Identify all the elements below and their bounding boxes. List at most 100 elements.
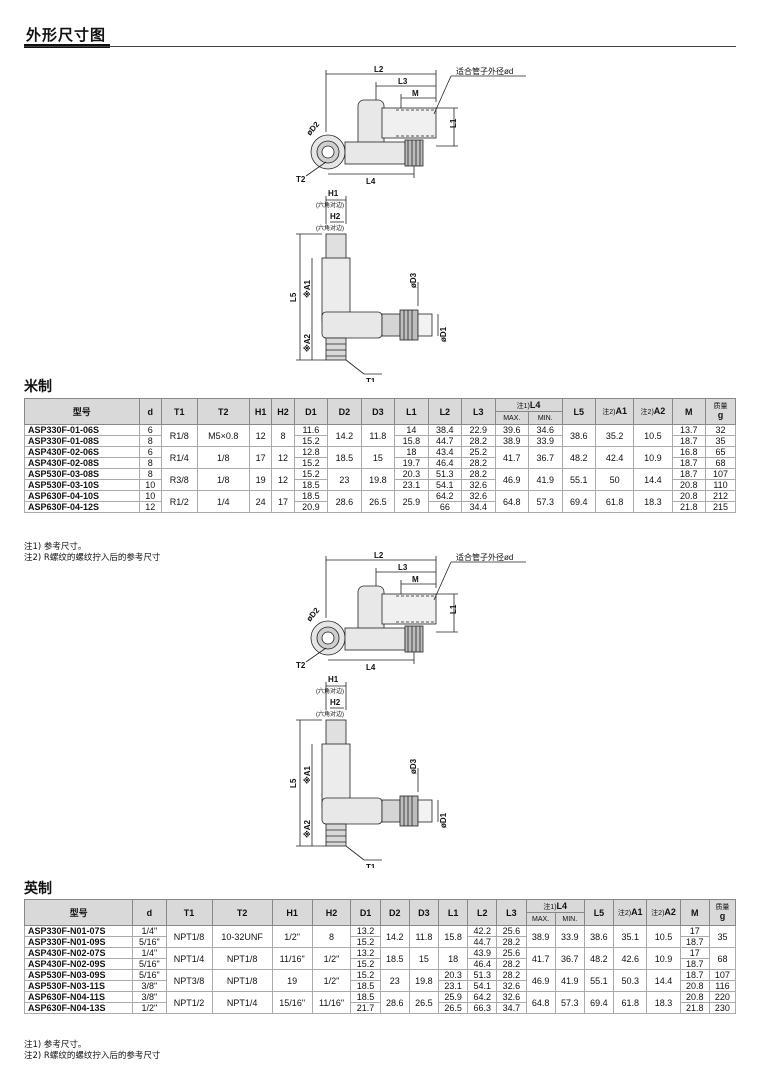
h1-cell: 17	[249, 446, 273, 469]
l4-max-cell: 46.9	[525, 969, 556, 992]
header-t1: T1	[165, 899, 213, 926]
a1-label: A1	[615, 406, 628, 416]
d2-cell: 23	[379, 969, 410, 992]
dimension-drawing: L2 L3 M 适合管子外径ød L1 øD2 T2 L4 H1 (六角对边) …	[289, 65, 526, 386]
l3-cell: 32.6	[496, 991, 527, 1003]
header-d1: D1	[350, 899, 381, 926]
d1-cell: 18.5	[293, 490, 329, 502]
m-cell: 18.7	[679, 969, 710, 981]
d1-cell: 15.2	[293, 457, 329, 469]
header-d1: D1	[293, 398, 329, 425]
dim-t1: T1	[366, 863, 376, 868]
pipe-od-callout: 适合管子外径ød	[456, 66, 513, 76]
note-ref: 注2)	[602, 409, 616, 416]
l4-min-cell: 41.9	[554, 969, 585, 992]
header-m: M	[671, 398, 707, 425]
d3-cell: 15	[408, 947, 440, 970]
weight-cell: 35	[708, 925, 737, 948]
d-cell: 1/2"	[132, 1002, 167, 1014]
weight-cell: 35	[705, 435, 736, 447]
d-cell: 5/16"	[132, 958, 167, 970]
dim-l5: L5	[289, 292, 298, 302]
d2-cell: 28.6	[327, 490, 362, 513]
dim-d3: øD3	[409, 272, 418, 288]
a1-cell: 42.4	[594, 446, 635, 469]
m-cell: 21.8	[679, 1002, 710, 1014]
l1-cell: 19.7	[394, 457, 429, 469]
header-l3: L3	[496, 899, 527, 926]
model-cell: ASP330F-N01-07S	[23, 925, 134, 937]
weight-cell: 215	[705, 501, 736, 513]
l3-cell: 25.6	[496, 947, 527, 959]
metric-notes: 注1) 参考尺寸。 注2) R螺纹的螺纹拧入后的参考尺寸	[24, 542, 160, 564]
model-cell: ASP530F-N03-09S	[23, 969, 134, 981]
dim-m: M	[412, 89, 419, 98]
header-model: 型号	[24, 398, 140, 425]
l2-cell: 51.3	[467, 969, 498, 981]
m-cell: 17	[679, 925, 710, 937]
l1-cell: 15.8	[394, 435, 429, 447]
l5-cell: 69.4	[561, 490, 597, 513]
a1-cell: 35.2	[594, 424, 635, 447]
h2-cell: 1/2"	[311, 947, 352, 970]
l1-cell: 23.1	[437, 980, 469, 992]
hex-note-2: (六角对边)	[316, 224, 344, 232]
header-h1: H1	[249, 398, 273, 425]
header-l1: L1	[437, 899, 469, 926]
weight-cell: 68	[705, 457, 736, 469]
h1-cell: 15/16"	[271, 991, 313, 1014]
dim-h2: H2	[330, 698, 341, 707]
d2-cell: 14.2	[327, 424, 362, 447]
l3-cell: 32.6	[461, 479, 496, 491]
l3-cell: 22.9	[461, 424, 496, 436]
model-cell: ASP330F-N01-09S	[23, 936, 134, 948]
dim-l5: L5	[289, 778, 298, 788]
m-cell: 17	[679, 947, 710, 959]
dim-d1: øD1	[439, 812, 448, 828]
m-cell: 18.7	[679, 936, 710, 948]
note-ref: 注1)	[543, 903, 557, 911]
dim-m: M	[412, 575, 419, 584]
note-1: 注1) 参考尺寸。	[24, 1040, 87, 1050]
dim-t2: T2	[296, 661, 306, 670]
a2-label: A2	[664, 907, 676, 917]
a1-label: A1	[631, 907, 643, 917]
t1-cell: R1/2	[160, 490, 198, 513]
d-cell: 12	[138, 501, 162, 513]
h2-cell: 17	[271, 490, 295, 513]
m-cell: 20.8	[679, 980, 710, 992]
t1-cell: NPT3/8	[165, 969, 213, 992]
l2-cell: 54.1	[467, 980, 498, 992]
header-l4-max: MAX.	[494, 411, 530, 425]
d-cell: 5/16"	[132, 969, 167, 981]
l2-cell: 66.3	[467, 1002, 498, 1014]
t2-cell: NPT1/8	[211, 947, 273, 970]
a1-cell: 42.6	[613, 947, 648, 970]
t1-cell: NPT1/4	[165, 947, 213, 970]
a1-cell: 50	[594, 468, 635, 491]
dim-h1: H1	[328, 675, 339, 684]
header-a1: 注2)A1	[594, 398, 635, 425]
d-cell: 10	[138, 479, 162, 491]
l3-cell: 32.6	[496, 980, 527, 992]
d1-cell: 15.2	[293, 435, 329, 447]
imperial-drawing: L2 L3 M 适合管子外径ød L1 øD2 T2 L4 H1 (六角对边) …	[286, 548, 546, 872]
header-l1: L1	[394, 398, 429, 425]
d1-cell: 15.2	[350, 969, 381, 981]
l1-cell: 15.8	[437, 925, 469, 948]
l3-cell: 25.6	[496, 925, 527, 937]
d1-cell: 13.2	[350, 925, 381, 937]
l2-cell: 44.7	[467, 936, 498, 948]
header-a1: 注2)A1	[613, 899, 648, 926]
d-cell: 1/4"	[132, 925, 167, 937]
model-cell: ASP330F-01-08S	[24, 435, 140, 447]
d1-cell: 13.2	[350, 947, 381, 959]
weight-cell: 116	[708, 980, 737, 992]
h2-cell: 8	[271, 424, 295, 447]
l5-cell: 48.2	[561, 446, 597, 469]
